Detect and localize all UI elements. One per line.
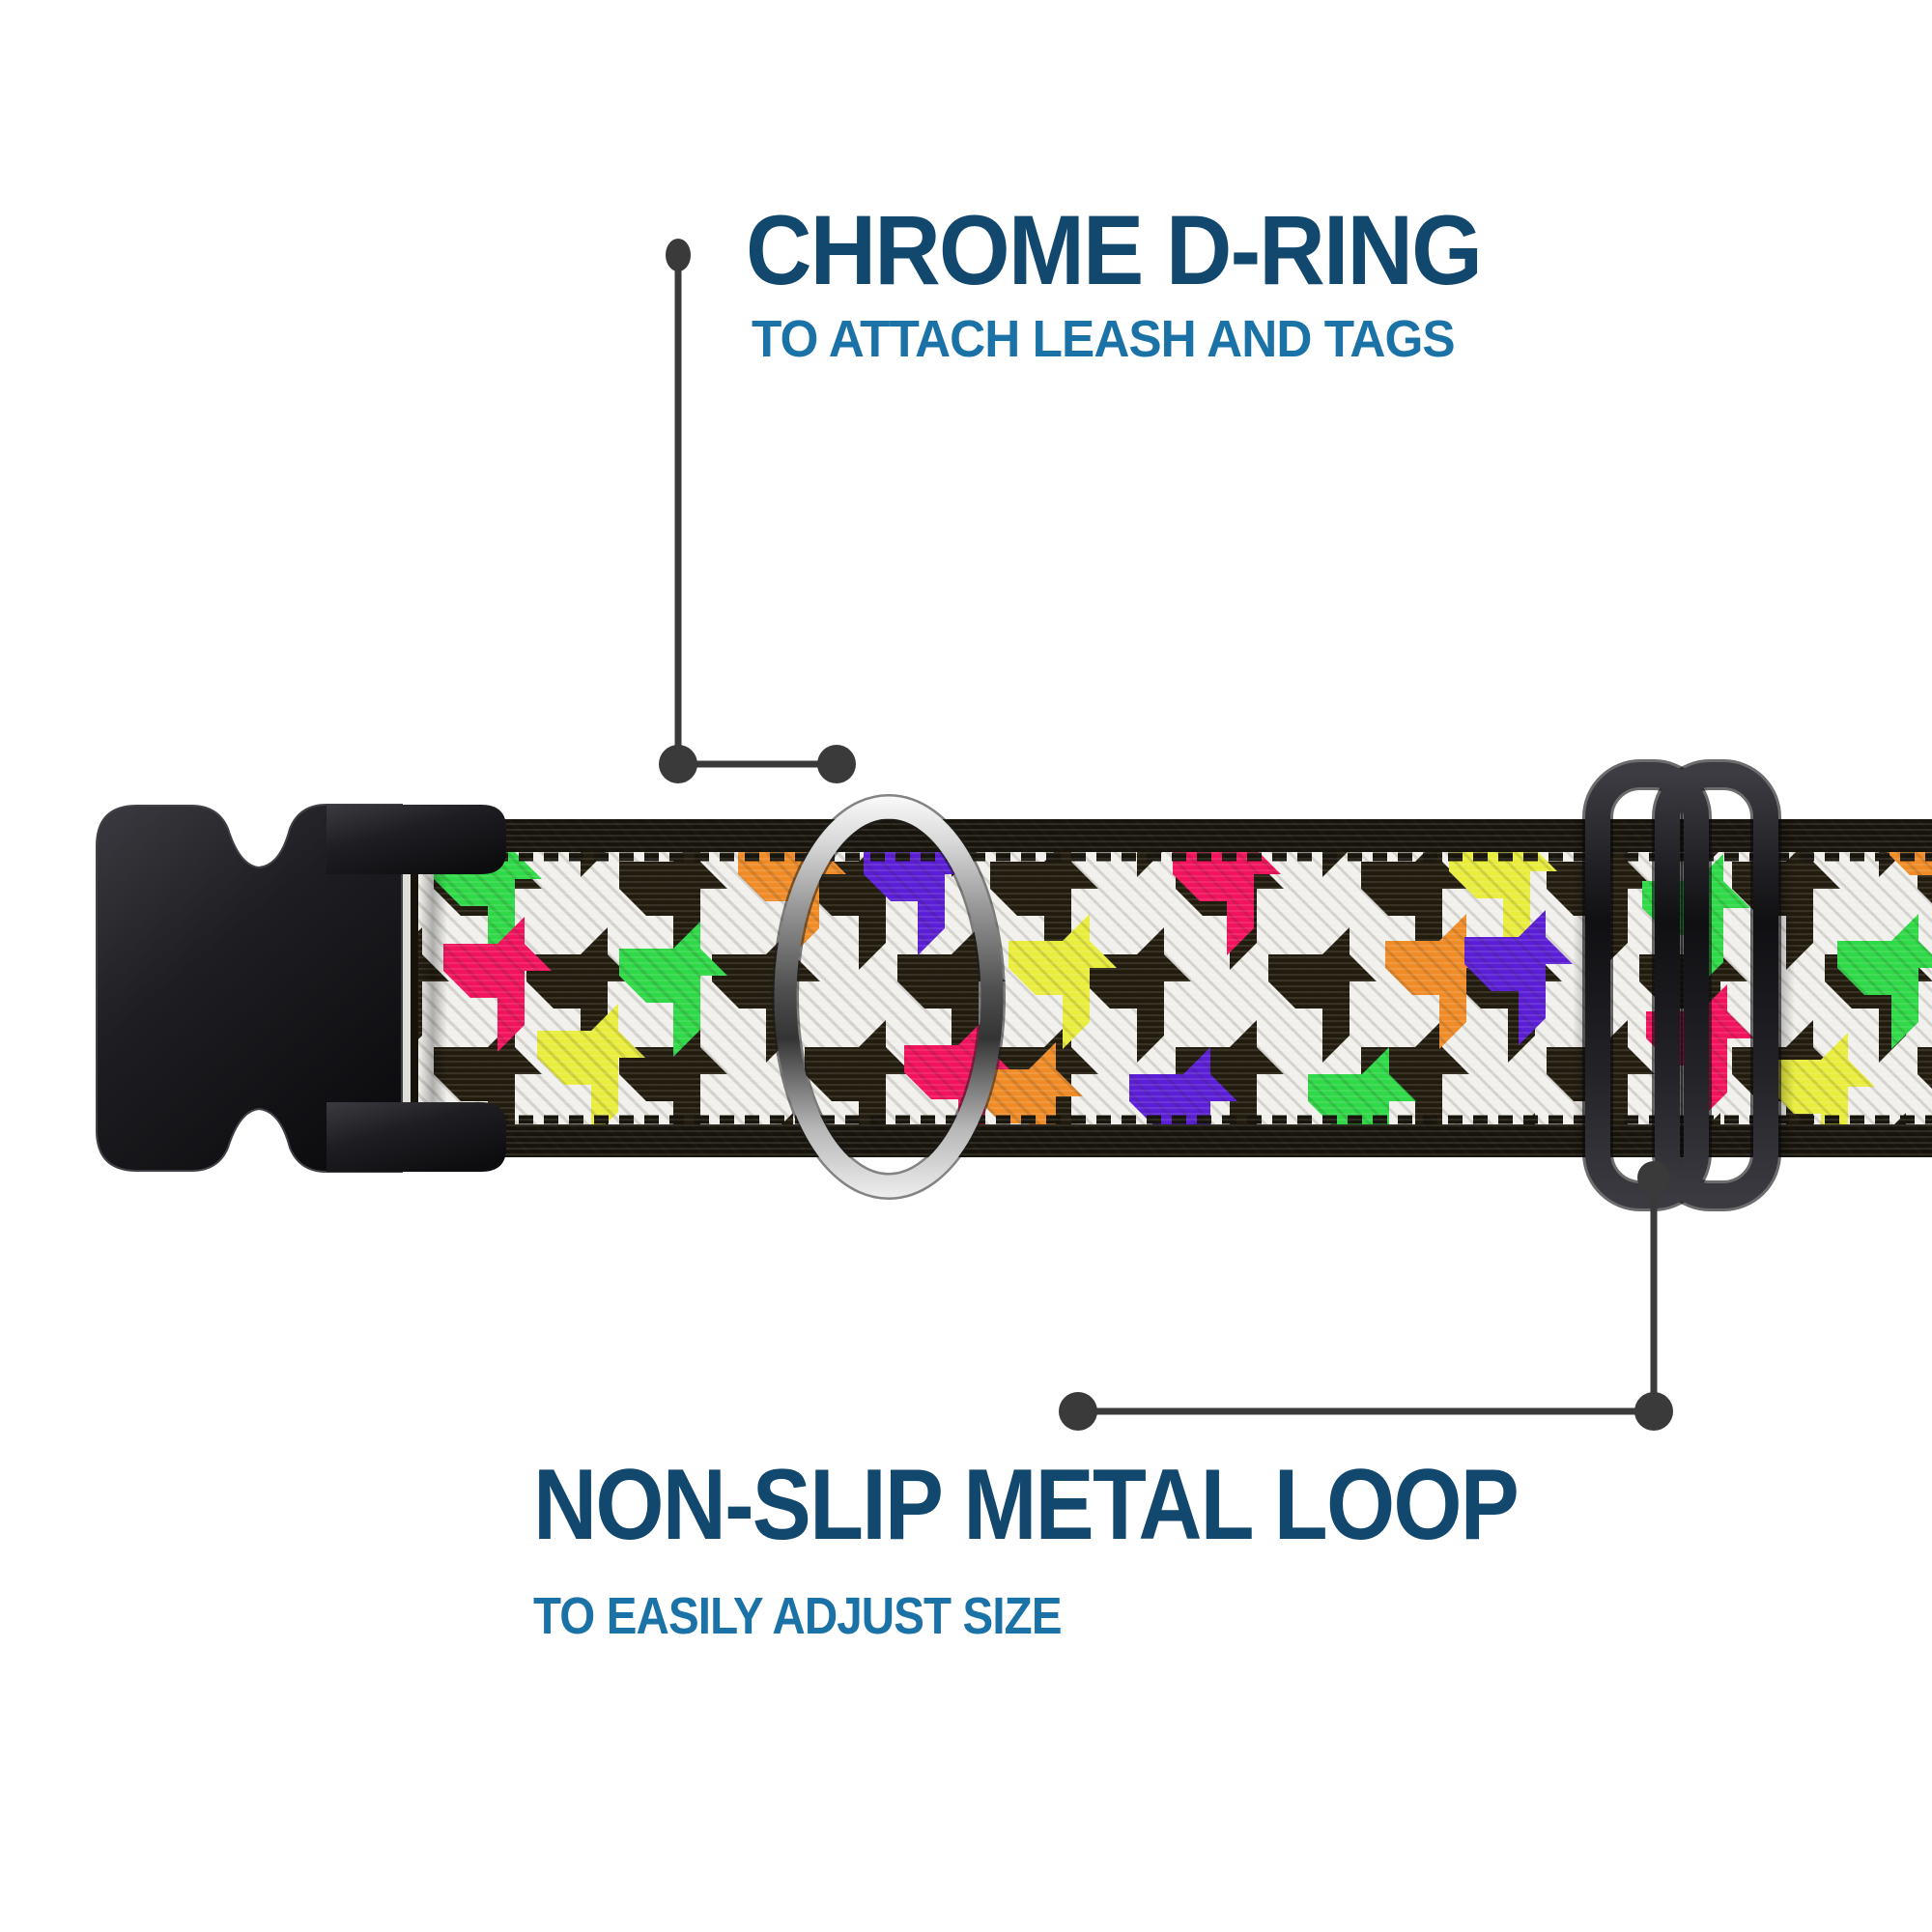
- callout-dot: [666, 239, 691, 271]
- buckle-top-wing: [327, 805, 506, 874]
- callout-dot: [1637, 1161, 1670, 1194]
- bottom-callout-subtitle: TO EASILY ADJUST SIZE: [533, 1587, 1063, 1645]
- d-ring: [772, 794, 1006, 1200]
- top-callout-title: CHROME D-RING: [746, 195, 1483, 305]
- callout-pointers: [659, 239, 1673, 1431]
- callout-dot: [1059, 1392, 1097, 1431]
- callout-line: [1074, 1188, 1658, 1415]
- fold-shadow-left: [418, 819, 447, 1157]
- tri-glide-slider: [1582, 759, 1781, 1211]
- bottom-callout-pointer: [1059, 1161, 1673, 1431]
- callout-dot: [1634, 1392, 1673, 1431]
- buckle-gap-highlight: [401, 837, 411, 1107]
- top-callout-pointer: [659, 239, 856, 783]
- callout-dot: [817, 745, 856, 783]
- bottom-callout-title: NON-SLIP METAL LOOP: [533, 1449, 1520, 1561]
- buckle-bottom-wing: [327, 1102, 506, 1172]
- top-callout-subtitle: TO ATTACH LEASH AND TAGS: [752, 310, 1456, 368]
- buckle: [96, 804, 506, 1173]
- callout-dot: [659, 745, 697, 783]
